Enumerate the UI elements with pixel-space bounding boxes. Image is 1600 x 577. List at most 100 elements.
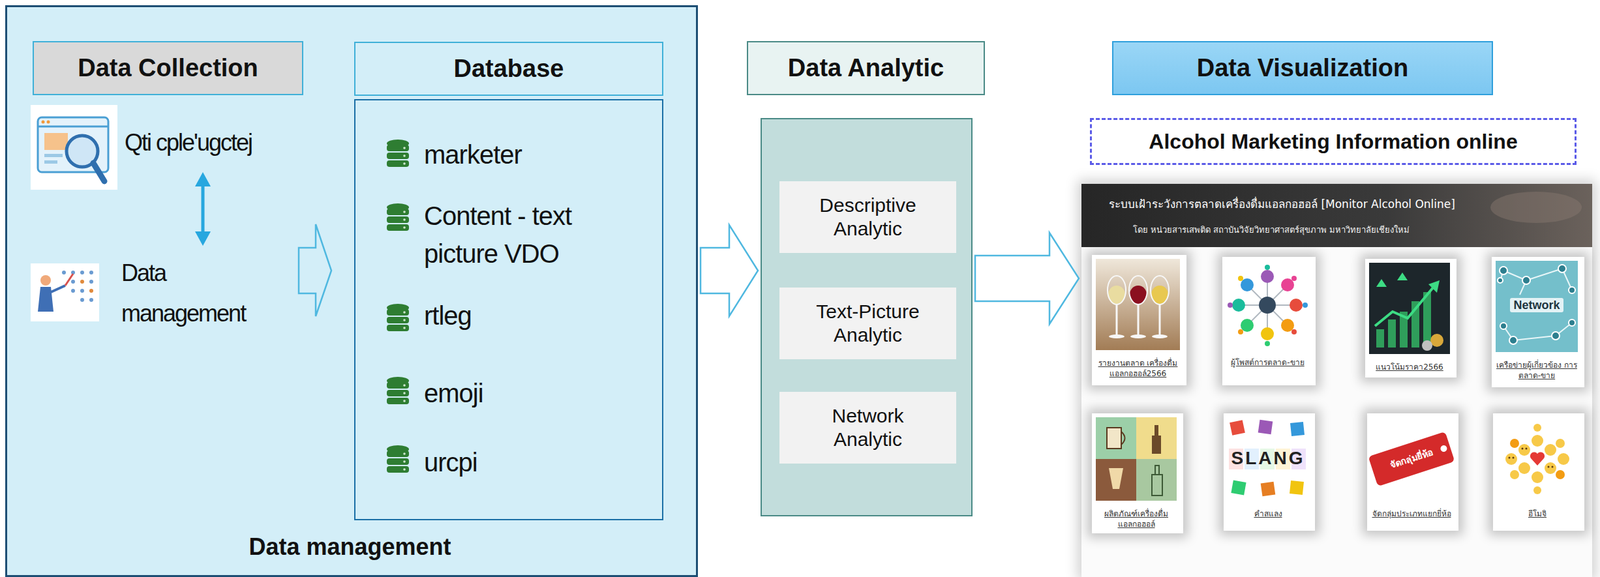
wine-glasses-picture [1151,334,1168,339]
network-picture [1522,276,1531,285]
search-web-icon [30,105,118,190]
database-list: marketerContent - text picture VDO rtleg e… [354,99,664,521]
alcohol-products-picture [1108,468,1124,490]
emoji-picture [1496,417,1578,501]
price-trend-picture [1388,319,1396,348]
text-slot: urcpi [423,443,478,482]
network-picture [1509,336,1518,345]
wine-glasses-picture [1107,275,1126,305]
database-item: emoji [423,374,484,413]
social-network-picture [1226,260,1310,350]
label-slot: Data management [121,253,272,334]
social-network-picture [1232,298,1246,312]
emoji-picture [1518,444,1531,456]
data-management-icon [89,270,94,275]
data-management-icon [50,285,66,293]
card-caption: รายงานตลาด เครื่องดื่มแอลกอฮอล์2566 [1094,358,1182,379]
card-caption: ผู้โพสต์การตลาด-ขาย [1224,357,1311,368]
header-text: Data Collection [77,54,259,83]
network-picture [1526,268,1563,281]
price-trend-picture [1374,286,1434,327]
search-web-icon [37,117,109,173]
network-picture [1497,277,1503,284]
wine-glasses-picture [1137,304,1140,336]
data-management-icon [80,288,85,293]
emoji-picture [1555,470,1565,480]
slang-picture [1230,480,1246,496]
wine-glasses-picture [1129,285,1147,304]
card-caption: จัดกลุ่มประเภทแยกยี่ห้อ [1369,508,1454,520]
emoji-picture [1525,448,1528,451]
section-header: Data Collection [32,41,304,96]
price-trend-picture [1421,340,1433,351]
text-slot: อีโมจิ [1495,508,1580,520]
social-network-picture [1260,327,1274,341]
social-network-picture [1247,305,1268,326]
social-network-picture [1260,270,1274,284]
analytic-text: Network Analytic [806,404,931,452]
data-management-panel: Data management Data Collection Database ma… [5,5,698,577]
emoji-picture [1508,457,1511,460]
text-slot: Network Analytic [806,404,931,452]
social-network-picture [1291,275,1297,282]
price-trend-picture [1430,333,1444,348]
dashboard-card: คำสแลง [1223,413,1315,531]
social-network-picture [1238,276,1297,334]
header-text: Database [453,54,565,83]
emoji-picture [1505,453,1518,466]
dashboard-card: รายงานตลาด เครื่องดื่มแอลกอฮอล์2566 [1091,255,1187,386]
source-label: Qti cple'ugctej [124,125,252,160]
text-slot: ระบบเฝ้าระวังการตลาดเครื่องดื่มแอลกอฮอล์… [1108,196,1456,212]
emoji-picture [1533,486,1542,495]
database-icons [386,303,409,332]
emoji-picture [1509,470,1520,480]
header-text: Data Analytic [787,54,944,83]
network-picture [1495,260,1578,353]
text-slot: rtleg [423,296,472,335]
emoji-picture [1533,423,1542,432]
social-network-picture [1237,329,1244,335]
price-trend-picture [1397,272,1408,281]
brand-tag-picture [1368,417,1456,501]
slang-picture [1290,422,1305,437]
database-item: marketer [423,135,522,174]
brand-tag-picture [1371,417,1452,501]
source-label: Data management [121,253,272,334]
search-web-icon [44,133,68,151]
search-web-icon [93,163,105,182]
dashboard-banner [1490,191,1582,224]
slang-picture [1289,480,1304,496]
emoji-picture [1530,452,1545,466]
alcohol-products-picture [1136,459,1177,501]
social-network-picture [1240,318,1254,333]
analytic-box: Text-Picture Analytic [779,287,957,360]
emoji-picture [1509,438,1520,449]
text-slot: Data Visualization [1196,54,1409,83]
slang-picture [1229,420,1246,436]
text-slot: รายงานตลาด เครื่องดื่มแอลกอฮอล์2566 [1094,358,1182,379]
data-management-icon [71,270,76,275]
data-management-icon [71,279,76,284]
text-slot: Data Collection [77,54,259,83]
network-picture [1513,335,1556,341]
dashboard-card: แนวโน้มราคา2566 [1365,258,1457,378]
social-network-picture [1291,329,1297,335]
search-web-icon [46,120,51,124]
section-header: Data Analytic [746,41,985,96]
text-slot: ผู้โพสต์การตลาด-ขาย [1224,357,1311,368]
flow-chevron [298,224,332,317]
data-management-icon [80,279,85,284]
text-slot: Text-Picture Analytic [806,300,931,348]
emoji-picture [1531,471,1544,484]
panel-title: Data management [7,532,693,562]
alcohol-products-picture [1095,417,1177,501]
network-picture [1495,260,1578,353]
text-slot: Content - text picture VDO [423,196,633,273]
data-management-icon [89,288,94,293]
database-icons [386,139,409,473]
text-slot: คำสแลง [1226,508,1310,520]
database-icons [386,445,409,473]
brand-tag-picture [1368,431,1456,487]
wine-glasses-picture [1116,304,1118,336]
data-management-icon [89,279,94,284]
